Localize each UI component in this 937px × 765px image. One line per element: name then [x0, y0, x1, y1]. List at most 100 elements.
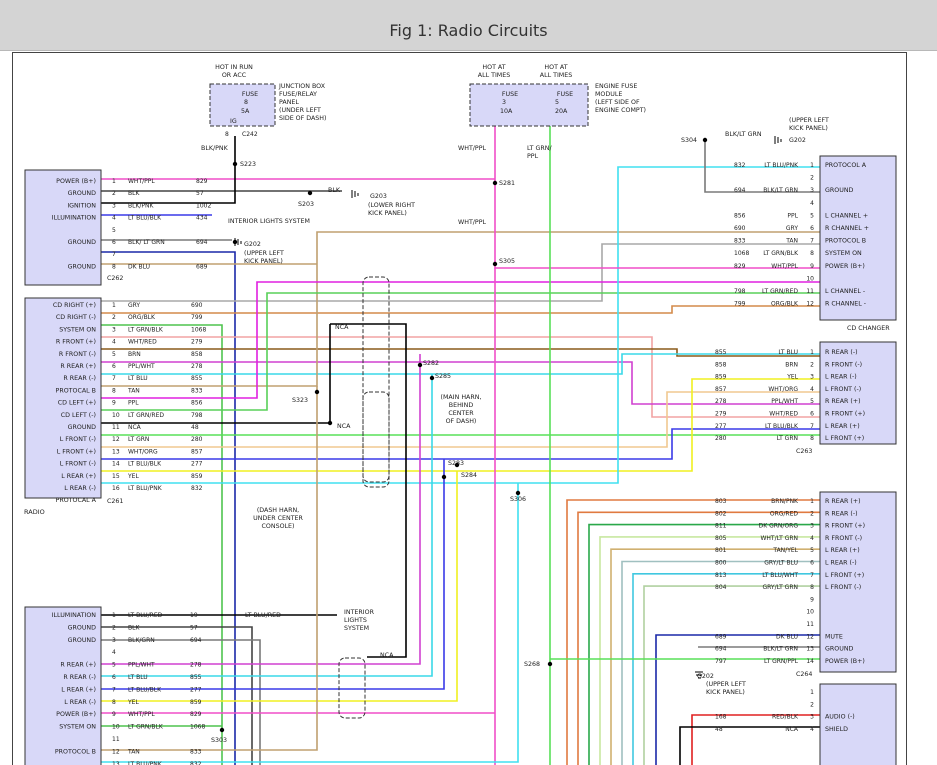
radio-pin-name: POWER (B+) [56, 178, 96, 185]
radio-pin-number: 7 [112, 375, 116, 382]
wire-label: BLK [328, 187, 341, 194]
splice-dot [232, 161, 238, 167]
amp-pin-name: L FRONT (+) [825, 572, 864, 579]
radio-circuit-number: 798 [191, 412, 203, 419]
cd-pin-name: PROTOCOL A [825, 162, 867, 169]
wire-amp-bottom [621, 560, 820, 765]
wire-279 [101, 336, 820, 418]
cd-pin-name: R CHANNEL + [825, 225, 869, 232]
junction-box-desc: FUSE/RELAY [279, 91, 317, 98]
fuse-amp: 5A [241, 108, 250, 115]
amp-wire-color: WHT/RED [769, 411, 798, 418]
amp-wire-color: BRN/PNK [771, 498, 799, 505]
radio-pin-name: R FRONT (-) [59, 351, 96, 358]
amp-pin-name: L FRONT (+) [825, 435, 864, 442]
dash-harness-label: CONSOLE) [262, 523, 295, 530]
radio-pin-number: 11 [112, 424, 120, 431]
g202-label: G202 [244, 241, 261, 248]
rear-interior-label: INTERIOR [344, 609, 375, 616]
ground-g202c-symbol [695, 671, 703, 679]
rear-pin-number: 9 [112, 711, 116, 718]
g203-label: G203 [370, 193, 387, 200]
radio-circuit-number: 434 [196, 215, 208, 222]
wire-856 [101, 281, 820, 399]
fuse-label: FUSE [557, 91, 573, 98]
amp-circuit-number: 689 [715, 633, 727, 640]
amp-wire-color: BLK/LT GRN [763, 646, 798, 653]
connector-c263: C263 [796, 448, 812, 455]
amp-pin-number: 4 [810, 386, 814, 393]
amp-circuit-number: 811 [715, 523, 727, 530]
wire-798 [101, 292, 820, 411]
rear-pin-name: L REAR (-) [64, 699, 96, 706]
cd-pin-number: 11 [806, 288, 814, 295]
radio-wire-color: LT BLU/BLK [128, 461, 162, 468]
amp-pin-number: 5 [810, 547, 814, 554]
radio-bottom-box [24, 297, 102, 499]
radio-pin-name: R REAR (-) [63, 375, 96, 382]
amp-circuit-number: 277 [715, 423, 727, 430]
amplifier-top-box [819, 341, 897, 445]
wire-label: WHT/PPL [458, 145, 487, 152]
wire-amp-bottom [588, 523, 820, 765]
fuse-hot-label: OR ACC [222, 72, 247, 79]
splice-dot [702, 137, 708, 143]
components-layer [24, 83, 897, 765]
radio-circuit-number: 858 [191, 351, 203, 358]
cd-circuit-number: 694 [734, 187, 746, 194]
radio-pin-name: SYSTEM ON [59, 326, 96, 333]
radio-pin-number: 1 [112, 302, 116, 309]
radio-pin-name: R FRONT (+) [56, 339, 96, 346]
rear-circuit-number: 694 [190, 637, 202, 644]
rear-interior-label: LIGHTS [344, 617, 367, 624]
radio-pin-name: CD RIGHT (+) [53, 302, 96, 309]
amp-wire-color: LT BLU/WHT [762, 572, 798, 579]
ground-g202b-symbol [234, 238, 242, 246]
amp-circuit-number: 802 [715, 510, 727, 517]
cd-pin-name: PROTOCOL B [825, 238, 866, 245]
rear-pin-number: 10 [112, 724, 120, 731]
radio-circuit-number: 57 [196, 190, 204, 197]
radio-circuit-number: 277 [191, 461, 203, 468]
radio-pin-number: 13 [112, 448, 120, 455]
fuse-number: 3 [502, 99, 506, 106]
wire-1068 [101, 324, 223, 765]
cd-pin-number: 10 [806, 275, 814, 282]
radio-pin-number: 8 [112, 263, 116, 270]
radio-circuit-number: 833 [191, 387, 203, 394]
amp-wire-color: GRY/LT GRN [762, 584, 798, 591]
junction-box-fuse [209, 83, 276, 127]
cd-circuit-number: 690 [734, 225, 746, 232]
amp-pin-number: 9 [810, 596, 814, 603]
splice-s305: S305 [499, 258, 515, 265]
cd-wire-color: BLK/LT GRN [763, 187, 798, 194]
radio-pin-name: L FRONT (-) [60, 461, 96, 468]
amp-circuit-number: 859 [715, 374, 727, 381]
amp-wire-color: YEL [786, 374, 798, 381]
g203-desc: (LOWER RIGHT [368, 202, 415, 209]
amp-wire-color: WHT/ORG [768, 386, 798, 393]
wire-57-rear [101, 626, 253, 765]
cd-pin-number: 6 [810, 225, 814, 232]
amp-pin-number: 6 [810, 560, 814, 567]
wire-label: BLK/PNK [201, 145, 229, 152]
wires-layer [101, 92, 820, 765]
engine-fuse-desc: ENGINE FUSE [595, 83, 637, 90]
dash-harness-label: UNDER CENTER [253, 515, 303, 522]
cd-wire-color: GRY [786, 225, 798, 232]
radio-wire-color: BRN [128, 351, 141, 358]
amp-wire-color: GRY/LT BLU [764, 560, 798, 567]
fuse-label: FUSE [242, 91, 258, 98]
radio-wire-color: PPL [128, 400, 139, 407]
cd-pin-number: 4 [810, 200, 814, 207]
radio-wire-color: WHT/ORG [128, 448, 158, 455]
wire-label: WHT/PPL [458, 219, 487, 226]
amp-pin-number: 7 [810, 572, 814, 579]
rear-circuit-number: 277 [190, 686, 202, 693]
rear-pin-number: 6 [112, 674, 116, 681]
radio-pin-number: 1 [112, 178, 116, 185]
radio-wire-color: BLK [128, 190, 140, 197]
radio-wire-color: LT BLU/PNK [128, 485, 163, 492]
splice-s281: S281 [499, 180, 515, 187]
amp-circuit-number: 278 [715, 398, 727, 405]
